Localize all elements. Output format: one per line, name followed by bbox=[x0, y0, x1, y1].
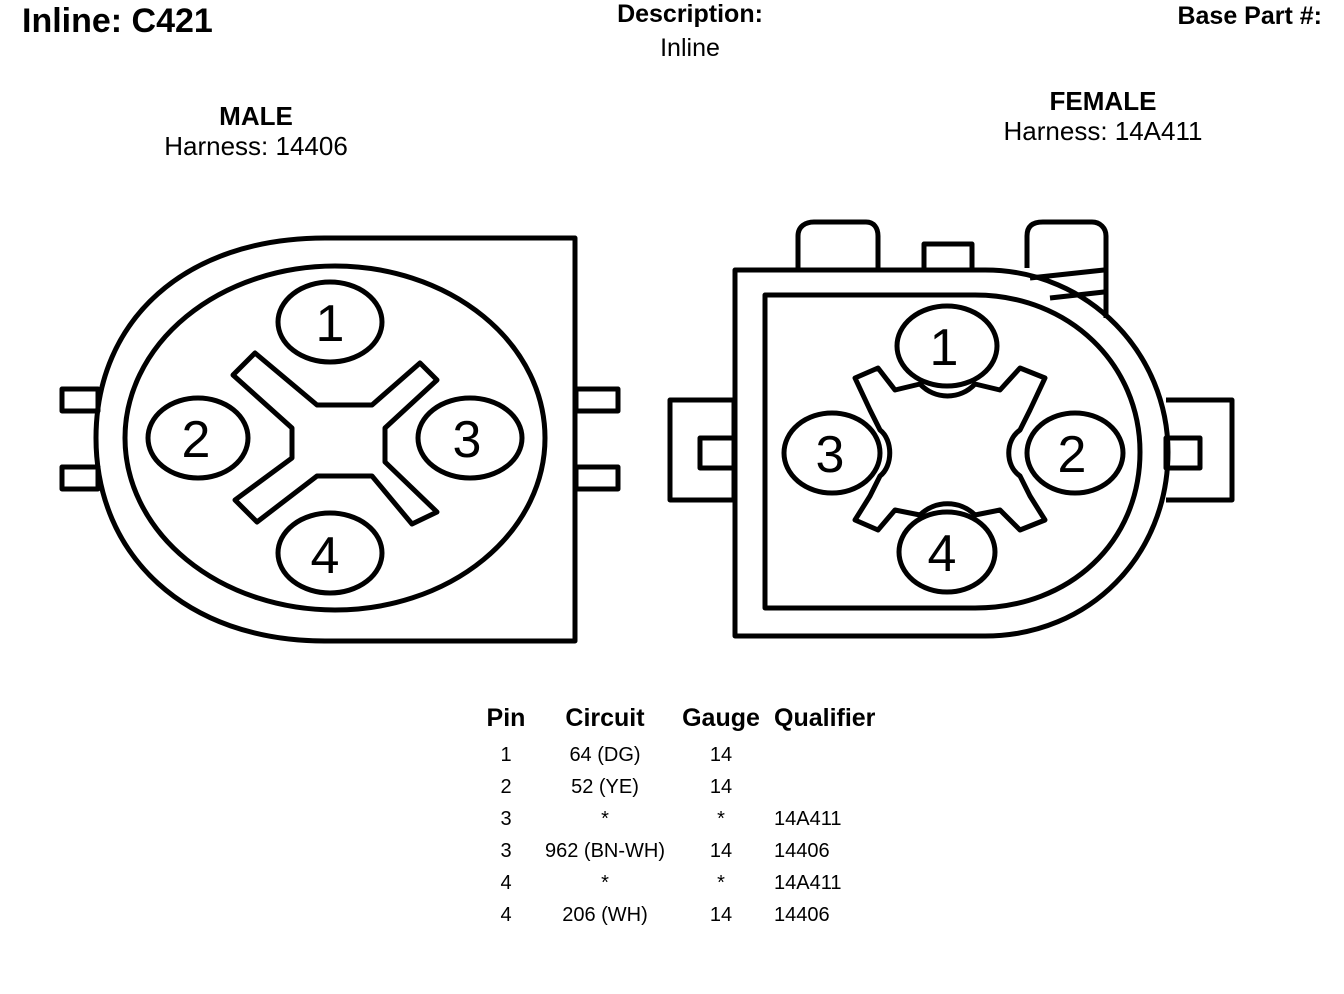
female-pin-circle-1 bbox=[894, 303, 1000, 389]
pin-cell: 3 bbox=[500, 839, 512, 862]
pin-cell: 4 bbox=[500, 871, 512, 894]
female-top-tab-middle bbox=[921, 241, 975, 268]
female-connector-face bbox=[667, 219, 1235, 639]
female-pin-number-1: 1 bbox=[930, 319, 959, 377]
female-title: FEMALE bbox=[1049, 86, 1157, 116]
female-right-tab bbox=[1166, 397, 1235, 503]
male-harness: Harness: 14406 bbox=[164, 131, 348, 161]
qualifier-cell bbox=[768, 739, 900, 771]
male-right-tab-upper bbox=[573, 386, 621, 414]
female-top-tab-right bbox=[1024, 219, 1109, 318]
table-row: 4 * * 14A411 bbox=[476, 867, 900, 899]
qualifier-cell bbox=[768, 771, 900, 803]
qualifier-cell: 14406 bbox=[774, 903, 830, 926]
table-row: 2 52 (YE) 14 bbox=[476, 771, 900, 803]
base-part-label: Base Part #: bbox=[1177, 2, 1322, 30]
male-inner-oval bbox=[122, 263, 548, 613]
male-pin-number-2: 2 bbox=[182, 411, 211, 469]
male-connector-label: MALE Harness: 14406 bbox=[106, 101, 406, 161]
male-pin-number-3: 3 bbox=[453, 411, 482, 469]
column-header-pin: Pin bbox=[486, 704, 526, 732]
pinout-table: Pin Circuit Gauge Qualifier 1 64 (DG) 14… bbox=[476, 704, 900, 931]
male-housing bbox=[93, 235, 578, 644]
male-pin-number-4: 4 bbox=[311, 527, 340, 585]
gauge-cell: 14 bbox=[709, 743, 733, 766]
description-value: Inline bbox=[660, 34, 720, 62]
male-pin-circle-4 bbox=[275, 510, 385, 596]
female-inner-shape bbox=[762, 292, 1143, 611]
gauge-cell: * bbox=[717, 807, 725, 830]
female-harness: Harness: 14A411 bbox=[1003, 116, 1203, 146]
female-right-tab-inner bbox=[1163, 435, 1203, 471]
circuit-cell: 206 (WH) bbox=[562, 903, 648, 926]
gauge-cell: 14 bbox=[709, 775, 733, 798]
circuit-cell: 962 (BN-WH) bbox=[544, 839, 665, 862]
female-pin-number-2: 2 bbox=[1058, 426, 1087, 484]
female-pin-circle-3 bbox=[781, 410, 883, 496]
gauge-cell: 14 bbox=[709, 903, 733, 926]
table-header-row: Pin Circuit Gauge Qualifier bbox=[476, 704, 900, 739]
column-header-gauge: Gauge bbox=[682, 704, 760, 732]
female-socket bbox=[852, 365, 1048, 533]
qualifier-cell: 14406 bbox=[774, 839, 830, 862]
male-pin-circle-2 bbox=[145, 395, 251, 481]
male-pin-number-1: 1 bbox=[316, 295, 345, 353]
gauge-cell: 14 bbox=[709, 839, 733, 862]
male-right-tab-lower bbox=[573, 464, 621, 492]
male-pin-circle-1 bbox=[275, 279, 385, 365]
female-pin-circle-2 bbox=[1024, 410, 1126, 496]
female-housing bbox=[732, 267, 1171, 639]
qualifier-cell: 14A411 bbox=[774, 807, 842, 830]
male-title: MALE bbox=[219, 101, 293, 131]
female-connector-label: FEMALE Harness: 14A411 bbox=[953, 86, 1253, 146]
circuit-cell: 64 (DG) bbox=[569, 743, 641, 766]
male-left-tab-lower bbox=[59, 464, 101, 492]
pin-cell: 4 bbox=[500, 903, 512, 926]
circuit-cell: * bbox=[601, 871, 609, 894]
pin-cell: 1 bbox=[500, 743, 512, 766]
gauge-cell: * bbox=[717, 871, 725, 894]
circuit-cell: * bbox=[601, 807, 609, 830]
table-row: 3 962 (BN-WH) 14 14406 bbox=[476, 835, 900, 867]
female-pin-number-4: 4 bbox=[928, 525, 957, 583]
female-top-tab-left bbox=[795, 219, 881, 268]
connector-title: Inline: C421 bbox=[22, 2, 213, 40]
male-x-key bbox=[230, 350, 440, 527]
table-row: 1 64 (DG) 14 bbox=[476, 739, 900, 771]
description-label: Description: bbox=[617, 0, 763, 28]
qualifier-cell: 14A411 bbox=[774, 871, 842, 894]
table-row: 4 206 (WH) 14 14406 bbox=[476, 899, 900, 931]
column-header-qualifier: Qualifier bbox=[774, 704, 876, 732]
circuit-cell: 52 (YE) bbox=[571, 775, 639, 798]
table-row: 3 * * 14A411 bbox=[476, 803, 900, 835]
female-pin-circle-4 bbox=[896, 509, 998, 595]
female-left-tab-inner bbox=[697, 435, 737, 471]
column-header-circuit: Circuit bbox=[565, 704, 645, 732]
pin-cell: 3 bbox=[500, 807, 512, 830]
pin-cell: 2 bbox=[500, 775, 512, 798]
male-pin-circle-3 bbox=[415, 395, 525, 481]
female-pin-number-3: 3 bbox=[816, 426, 845, 484]
male-connector-face bbox=[59, 235, 621, 644]
male-left-tab-upper bbox=[59, 386, 101, 414]
